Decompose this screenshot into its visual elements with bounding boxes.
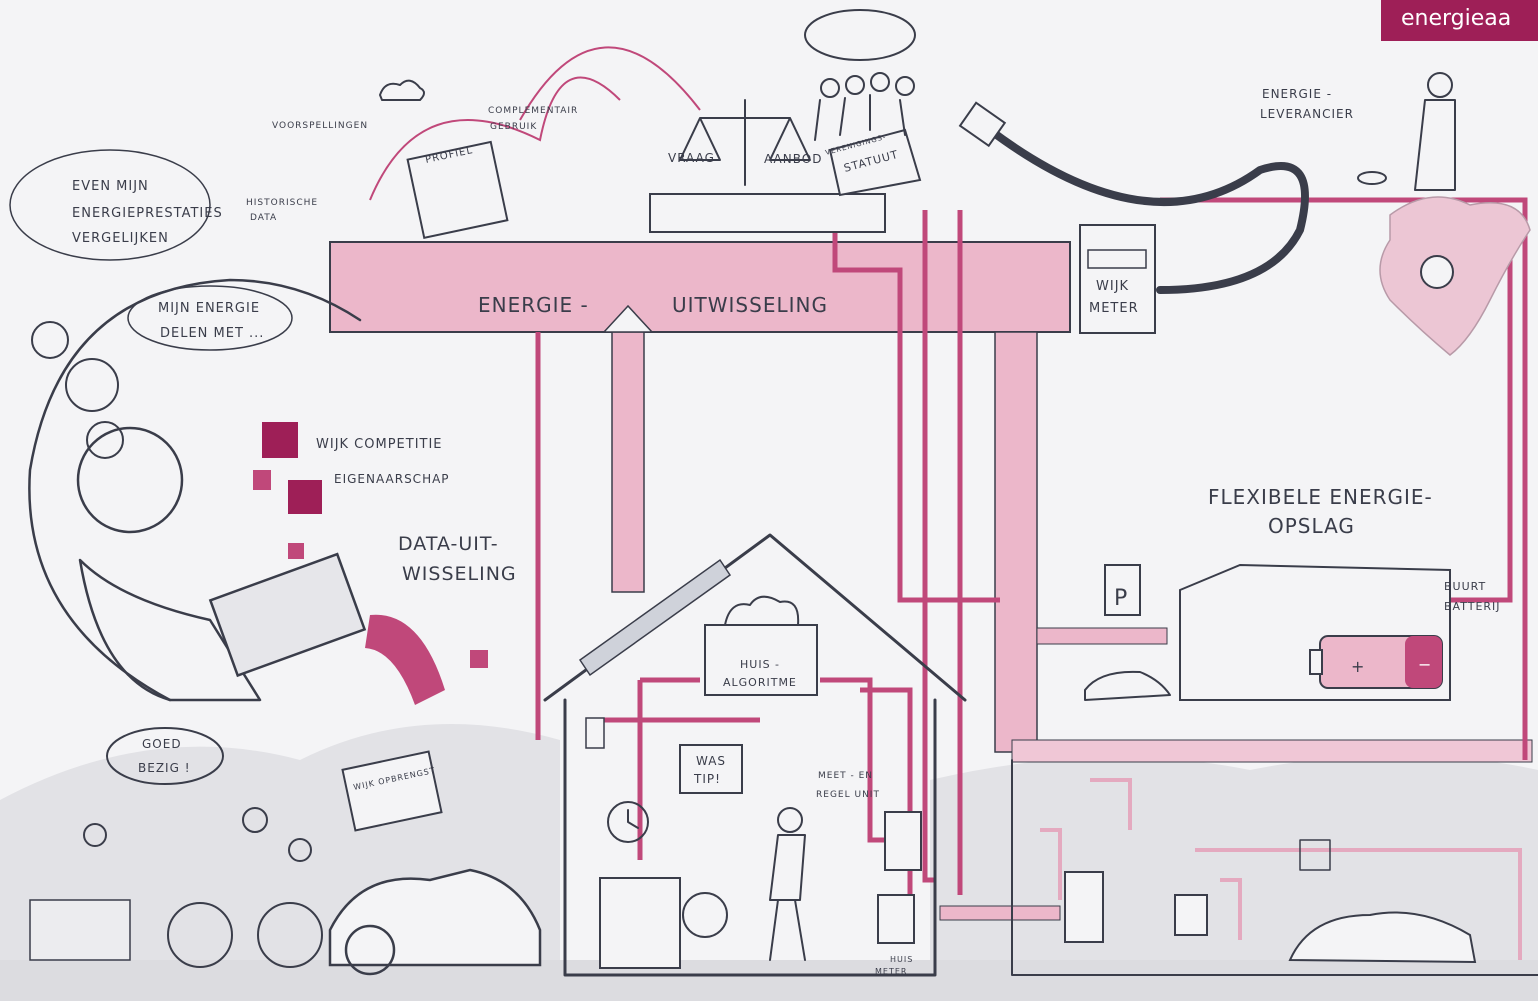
label-wash-tip-2: TIP! <box>693 772 721 786</box>
washing-machine-door <box>683 893 727 937</box>
label-battery-plus: + <box>1351 657 1365 676</box>
label-forecasts: VOORSPELLINGEN <box>272 121 368 131</box>
label-data-exchange-2: WISSELING <box>402 563 517 585</box>
label-district-meter-1: WIJK <box>1096 279 1129 294</box>
label-share-2: DELEN MET ... <box>160 326 264 341</box>
label-historical-2: DATA <box>250 213 277 223</box>
label-complementary-2: GEBRUIK <box>490 122 537 132</box>
supplier-area <box>1358 73 1530 355</box>
cloud-sun-icon <box>380 81 424 100</box>
battery-terminal <box>1310 650 1322 674</box>
coins-icon <box>1358 172 1386 184</box>
signal-square <box>470 650 488 668</box>
label-complementary-1: COMPLEMENTAIR <box>488 106 578 116</box>
hedge <box>30 900 130 960</box>
label-compare-1: EVEN MIJN <box>72 179 149 194</box>
person-badge-icon <box>288 480 322 514</box>
parking-branch-pipe <box>1037 628 1167 644</box>
avatar-1 <box>66 359 118 411</box>
house-stem-pipe <box>612 332 644 592</box>
label-compare-3: VERGELIJKEN <box>72 231 169 246</box>
label-measure-2: REGEL UNIT <box>816 790 880 800</box>
washer-icon <box>1175 895 1207 935</box>
label-ownership: EIGENAARSCHAP <box>334 472 450 486</box>
label-data-exchange-1: DATA-UIT- <box>398 533 499 555</box>
ground <box>0 960 1538 1001</box>
label-share-1: MIJN ENERGIE <box>158 301 260 316</box>
right-vertical-pipe <box>995 332 1037 752</box>
label-house-algorithm-2: ALGORITME <box>723 676 797 689</box>
small-square-icon <box>288 543 304 559</box>
trophy-icon <box>262 422 298 458</box>
label-wash-tip-1: WAS <box>696 754 726 768</box>
parked-cars <box>1085 672 1170 700</box>
hair-bun <box>87 422 123 458</box>
label-flex-storage-2: OPSLAG <box>1268 514 1355 538</box>
server-box <box>650 194 885 232</box>
label-battery-2: BATTERIJ <box>1444 600 1501 613</box>
label-supply: AANBOD <box>764 152 822 166</box>
lock-icon <box>253 470 271 490</box>
resident-icon <box>778 808 802 832</box>
label-house-meter-1: HUIS <box>890 955 913 964</box>
label-historical-1: HISTORISCHE <box>246 198 318 208</box>
woman-head <box>78 428 182 532</box>
supplier-person-icon <box>1428 73 1452 97</box>
socket-icon <box>1421 256 1453 288</box>
wall-box-icon <box>586 718 604 748</box>
label-parking: P <box>1114 586 1128 611</box>
label-house-algorithm-1: HUIS - <box>740 658 780 671</box>
brand-banner[interactable]: energieaa <box>1381 0 1538 41</box>
resident-body <box>770 835 805 960</box>
label-flex-storage-1: FLEXIBELE ENERGIE- <box>1208 485 1433 509</box>
top-center-items <box>370 10 920 238</box>
label-exchange-right: UITWISSELING <box>672 293 828 317</box>
washing-machine-icon <box>600 878 680 968</box>
label-supplier-2: LEVERANCIER <box>1260 107 1354 121</box>
balance-scale-icon <box>680 100 810 185</box>
label-measure-1: MEET - EN <box>818 771 873 781</box>
label-battery-1: BUURT <box>1444 580 1486 593</box>
avatar-2 <box>32 322 68 358</box>
clock-hands <box>628 810 638 828</box>
speech-bubble-group <box>805 10 915 60</box>
brain-icon <box>725 597 798 625</box>
measure-control-unit-icon <box>885 812 921 870</box>
label-competition: WIJK COMPETITIE <box>316 437 443 452</box>
label-well-done-2: BEZIG ! <box>138 761 191 775</box>
house-meter-icon <box>878 895 914 943</box>
label-compare-2: ENERGIEPRESTATIES <box>72 206 223 221</box>
label-demand: VRAAG <box>668 151 715 165</box>
signal-arc <box>365 615 445 705</box>
tablet-icon <box>210 554 364 675</box>
fridge-icon <box>1065 872 1103 942</box>
label-well-done-1: GOED <box>142 737 182 751</box>
supplier-body <box>1415 100 1455 190</box>
label-district-meter-2: METER <box>1089 301 1139 316</box>
lower-distribution-pipe <box>1012 740 1532 762</box>
house-return-pipe <box>940 906 1060 920</box>
label-supplier-1: ENERGIE - <box>1262 87 1332 101</box>
house-line-4 <box>820 680 890 840</box>
label-house-meter-2: METER <box>875 967 907 976</box>
label-exchange-left: ENERGIE - <box>478 293 589 317</box>
label-battery-minus: − <box>1418 655 1432 674</box>
cooperative-group-icon <box>815 73 914 140</box>
